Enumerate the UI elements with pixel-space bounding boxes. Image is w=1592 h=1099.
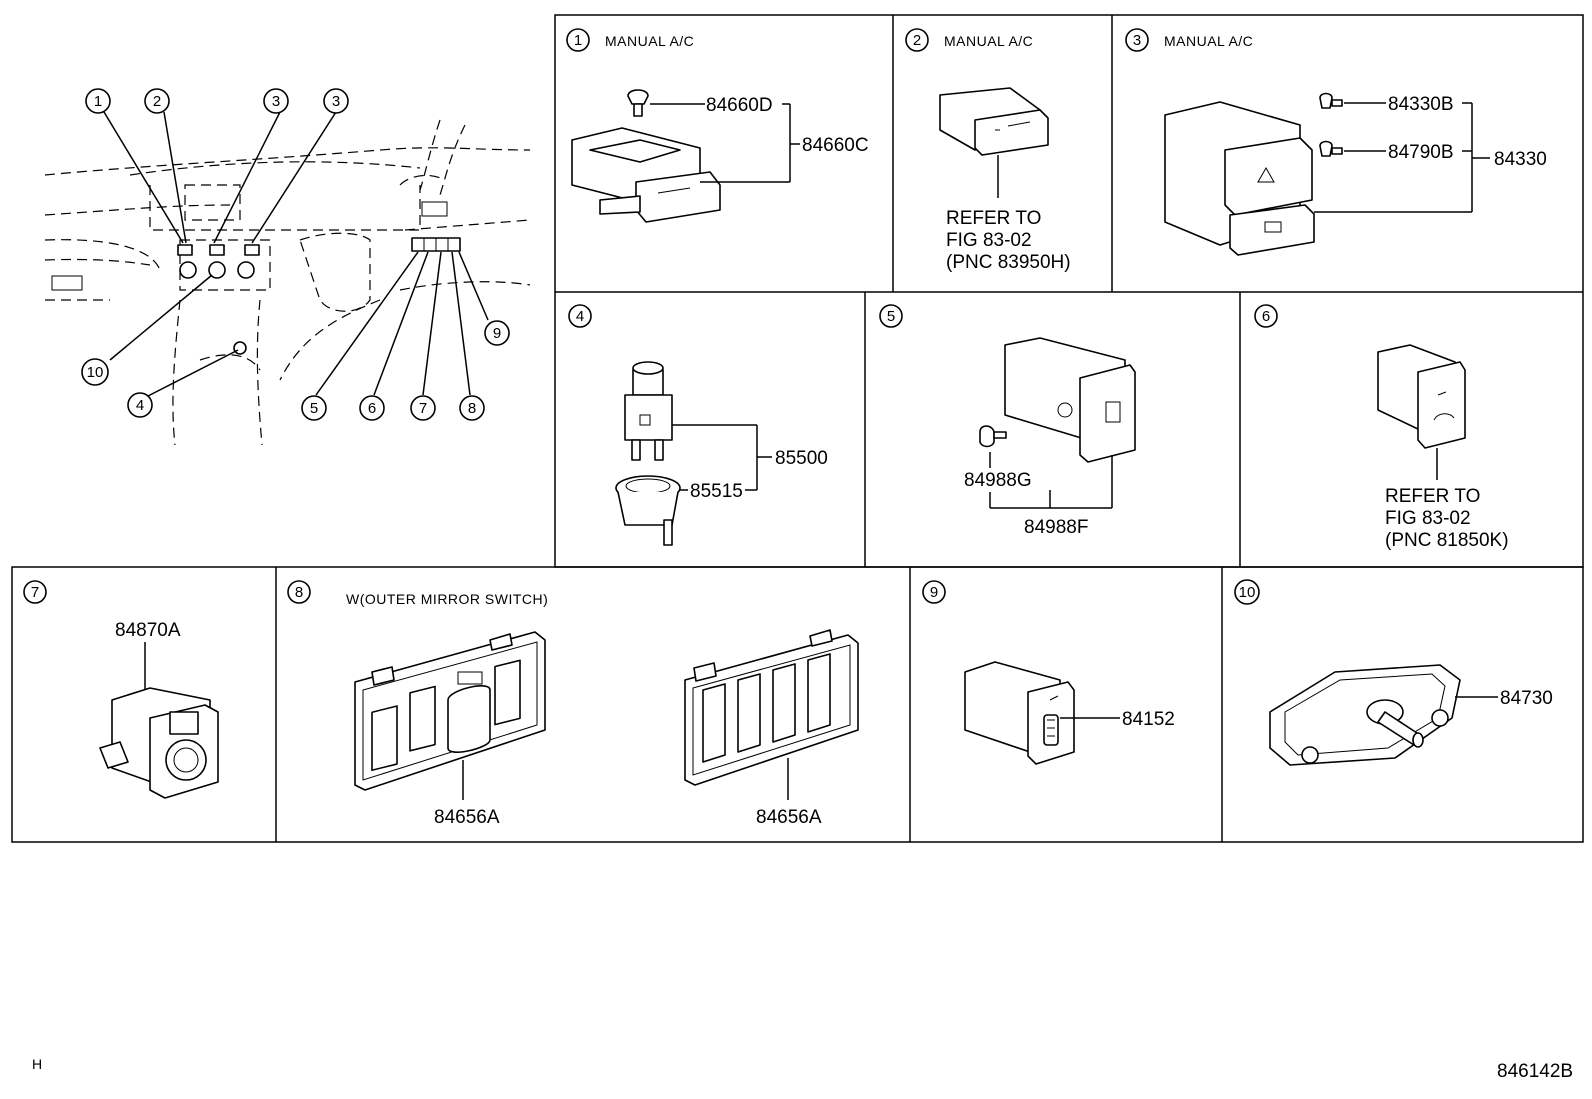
panel-10-number: 10 (1239, 584, 1256, 601)
part-84330: 84330 (1494, 149, 1547, 170)
footer-code-left: H (32, 1056, 43, 1072)
panel-3-number: 3 (1133, 32, 1141, 49)
refer-text-line3: (PNC 81850K) (1385, 530, 1509, 551)
panel-6: 6 REFER TO FIG 83-02 (PNC 81850K) (1254, 304, 1509, 551)
panel-1-number: 1 (574, 32, 582, 49)
panel-2-title: MANUAL A/C (944, 33, 1033, 49)
panel-6-number: 6 (1262, 308, 1270, 325)
panel-7-number: 7 (31, 584, 39, 601)
hazard-switch-illustration (1164, 92, 1343, 256)
panel-9-number: 9 (930, 584, 938, 601)
panel-3-title: MANUAL A/C (1164, 33, 1253, 49)
callout-4: 4 (127, 392, 153, 418)
callout-10: 10 (81, 358, 109, 386)
part-84660D: 84660D (706, 95, 773, 116)
refer-text-line2: FIG 83-02 (1385, 508, 1471, 529)
mirror-switch-illustration (99, 687, 219, 799)
callout-8-label: 8 (468, 400, 476, 417)
switch-illustration (1377, 344, 1466, 449)
part-84790B: 84790B (1388, 142, 1454, 163)
panel-5-number: 5 (887, 308, 895, 325)
callout-5-label: 5 (310, 400, 318, 417)
part-85500: 85500 (775, 448, 828, 469)
panel-4-number: 4 (576, 308, 584, 325)
callout-7-label: 7 (419, 400, 427, 417)
callout-2: 2 (144, 88, 170, 114)
part-84988F: 84988F (1024, 517, 1088, 538)
part-84656A-right: 84656A (756, 807, 822, 828)
panel-4: 4 85500 85515 (568, 304, 828, 546)
callout-9: 9 (484, 320, 510, 346)
panel-2: 2 MANUAL A/C REFER TO FIG 83-02 (PNC 839… (905, 28, 1071, 273)
callout-1-label: 1 (94, 93, 102, 110)
part-84660C: 84660C (802, 135, 869, 156)
bezel-illustration-left (354, 631, 546, 791)
panel-10: 10 84730 (1234, 579, 1553, 766)
callout-2-label: 2 (153, 93, 161, 110)
panel-grid (11, 14, 1584, 843)
part-85515: 85515 (690, 481, 743, 502)
panel-9: 9 84152 (922, 580, 1175, 765)
refer-text-line1: REFER TO (946, 208, 1041, 229)
callout-1: 1 (85, 88, 111, 114)
callout-10-label: 10 (87, 364, 104, 381)
callout-9-label: 9 (493, 325, 501, 342)
callout-4-label: 4 (136, 397, 144, 414)
part-84730: 84730 (1500, 688, 1553, 709)
part-84870A: 84870A (115, 620, 181, 641)
refer-text-line3: (PNC 83950H) (946, 252, 1071, 273)
part-84656A-left: 84656A (434, 807, 500, 828)
refer-text-line1: REFER TO (1385, 486, 1480, 507)
part-84330B: 84330B (1388, 94, 1454, 115)
panel-1-title: MANUAL A/C (605, 33, 694, 49)
callout-5: 5 (301, 395, 327, 421)
callout-6: 6 (359, 395, 385, 421)
callout-3b: 3 (323, 88, 349, 114)
callout-3b-label: 3 (332, 93, 340, 110)
panel-7: 7 84870A (23, 580, 219, 799)
part-84152: 84152 (1122, 709, 1175, 730)
callout-6-label: 6 (368, 400, 376, 417)
callout-7: 7 (410, 395, 436, 421)
panel-3: 3 MANUAL A/C 84330B 84790B 84330 (1125, 28, 1547, 256)
illustration-number: 846142B (1497, 1061, 1573, 1082)
panel-1: 1 MANUAL A/C 84660D 84660C (566, 28, 869, 223)
dimmer-switch-illustration (964, 661, 1075, 765)
ac-switch-illustration (571, 89, 721, 223)
part-84988G: 84988G (964, 470, 1032, 491)
panel-2-number: 2 (913, 32, 921, 49)
callout-3a: 3 (263, 88, 289, 114)
toggle-switch-illustration (1269, 664, 1461, 766)
dashboard-overview (44, 111, 531, 446)
panel-8: 8 W(OUTER MIRROR SWITCH) 84656A 84656A (287, 580, 859, 828)
callout-8: 8 (459, 395, 485, 421)
lighter-illustration (615, 361, 681, 546)
callout-3a-label: 3 (272, 93, 280, 110)
switch-illustration (939, 87, 1049, 156)
panel-8-number: 8 (295, 584, 303, 601)
panel-5: 5 84988G 84988F (879, 304, 1136, 538)
bezel-illustration-right (684, 629, 859, 786)
switch-illustration (979, 337, 1136, 463)
panel-8-title: W(OUTER MIRROR SWITCH) (346, 591, 548, 607)
refer-text-line2: FIG 83-02 (946, 230, 1032, 251)
